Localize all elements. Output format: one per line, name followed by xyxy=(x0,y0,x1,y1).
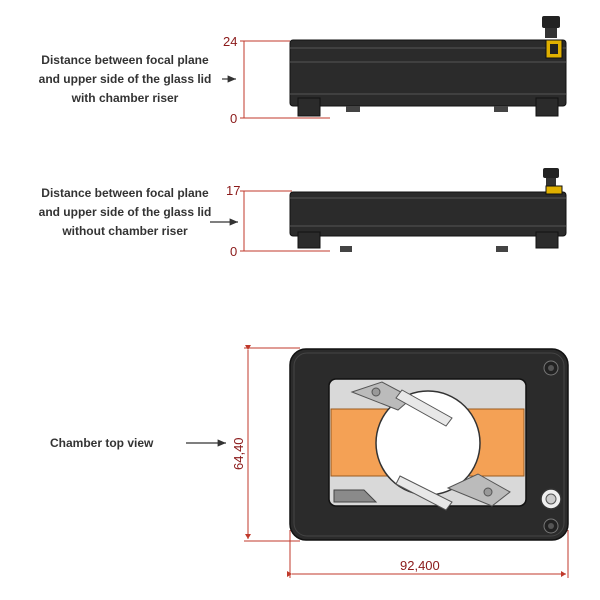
callout-without-riser-line-1: Distance between focal plane xyxy=(41,186,209,200)
dim-label-24: 24 xyxy=(223,34,237,49)
callout-with-riser-line-3: with chamber riser xyxy=(71,91,179,105)
callout-top-view-label: Chamber top view xyxy=(50,436,154,450)
callout-without-riser-line-3: without chamber riser xyxy=(62,224,188,238)
callout-without-chamber-riser: Distance between focal plane and upper s… xyxy=(22,184,228,241)
side-view-with-riser: 24 0 xyxy=(223,16,567,126)
knob-small xyxy=(543,168,559,178)
lower-clamp xyxy=(395,473,511,511)
knob xyxy=(542,16,560,28)
dim-label-0-a: 0 xyxy=(230,111,237,126)
top-view: 64,40 92,400 xyxy=(231,345,569,578)
callout-chamber-top-view: Chamber top view xyxy=(50,434,190,453)
chamber-housing xyxy=(289,191,567,237)
riser-housing xyxy=(289,39,567,107)
callout-with-riser-line-1: Distance between focal plane xyxy=(41,53,209,67)
dim-label-17: 17 xyxy=(226,183,240,198)
dim-label-height: 64,40 xyxy=(231,437,246,470)
dim-label-width: 92,400 xyxy=(400,558,440,573)
callout-with-riser-line-2: and upper side of the glass lid xyxy=(22,70,228,89)
callout-without-riser-line-2: and upper side of the glass lid xyxy=(38,205,212,219)
upper-clamp xyxy=(350,381,453,427)
callout-with-riser-line-2-text: and upper side of the glass lid xyxy=(38,72,212,86)
callout-with-chamber-riser: Distance between focal plane and upper s… xyxy=(22,51,228,108)
dim-label-0-b: 0 xyxy=(230,244,237,259)
side-view-without-riser: 17 0 xyxy=(226,168,567,259)
